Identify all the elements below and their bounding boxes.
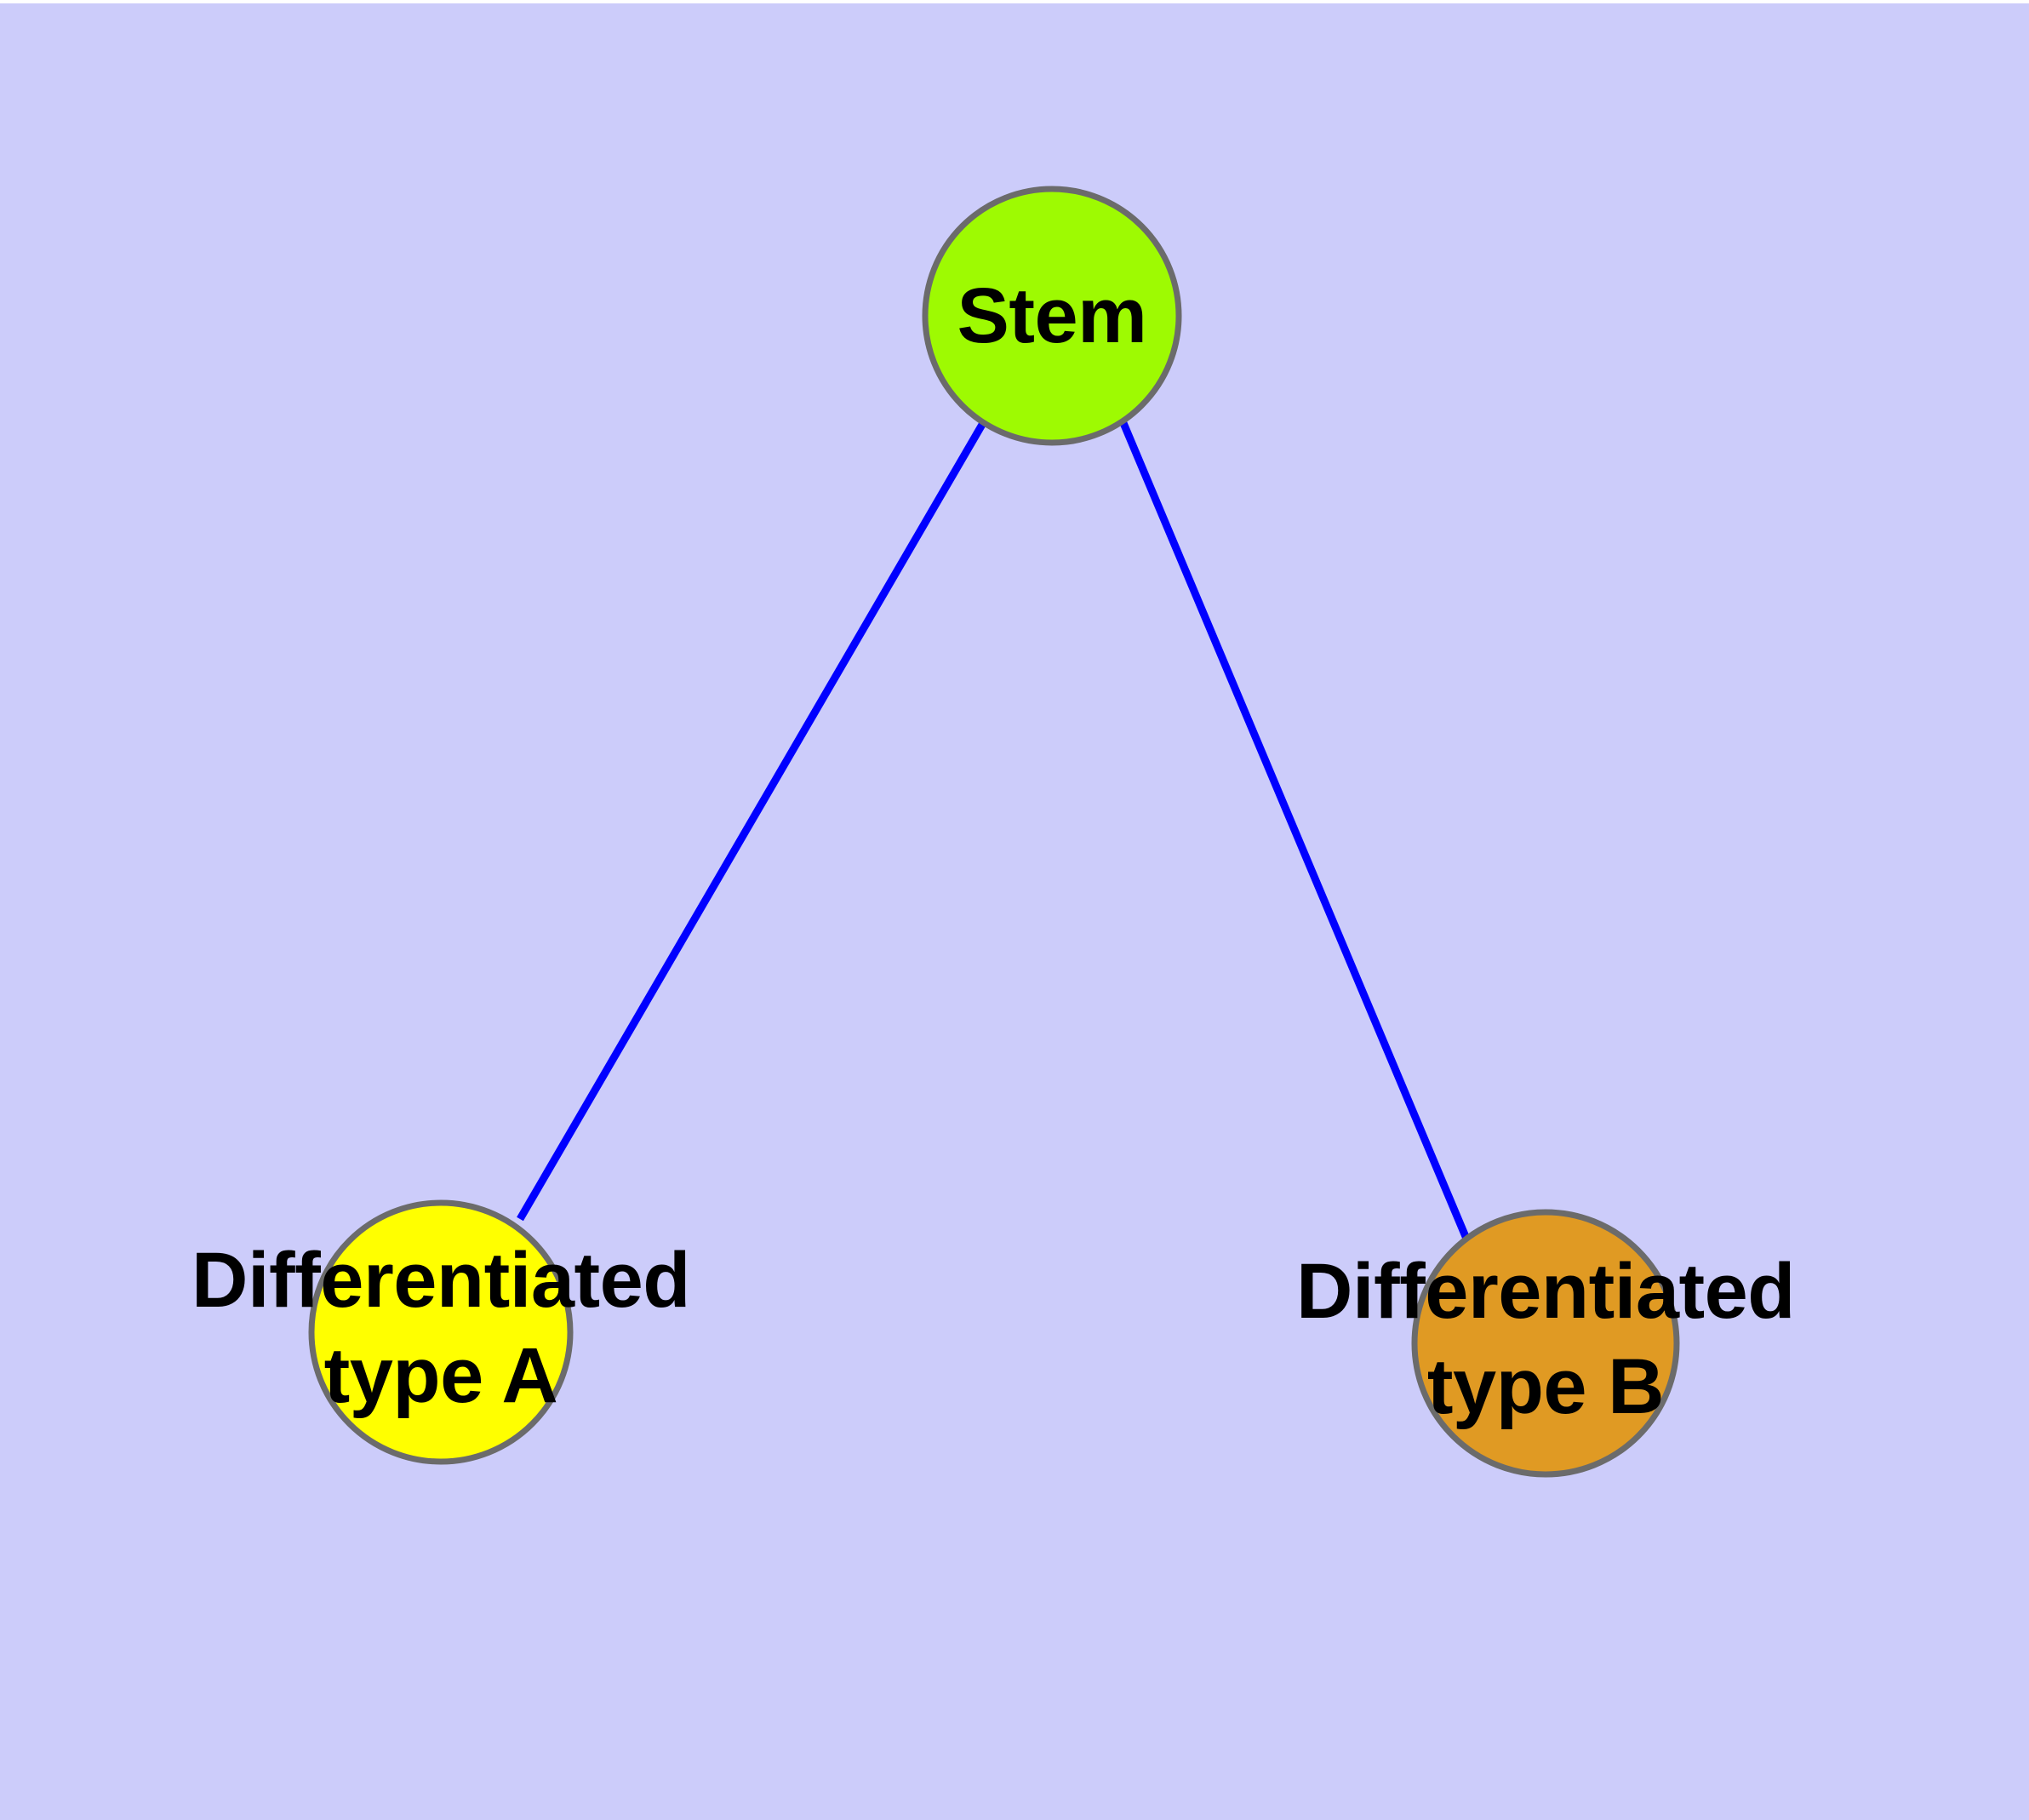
node-type-b[interactable] xyxy=(1411,1209,1680,1478)
edge-stem-to-type-a[interactable] xyxy=(517,421,986,1222)
edge-stem-to-type-b[interactable] xyxy=(1119,421,1471,1240)
node-type-a[interactable] xyxy=(308,1199,574,1465)
edge-layer xyxy=(517,421,1471,1240)
node-stem[interactable] xyxy=(922,186,1182,446)
node-layer xyxy=(308,186,1680,1478)
